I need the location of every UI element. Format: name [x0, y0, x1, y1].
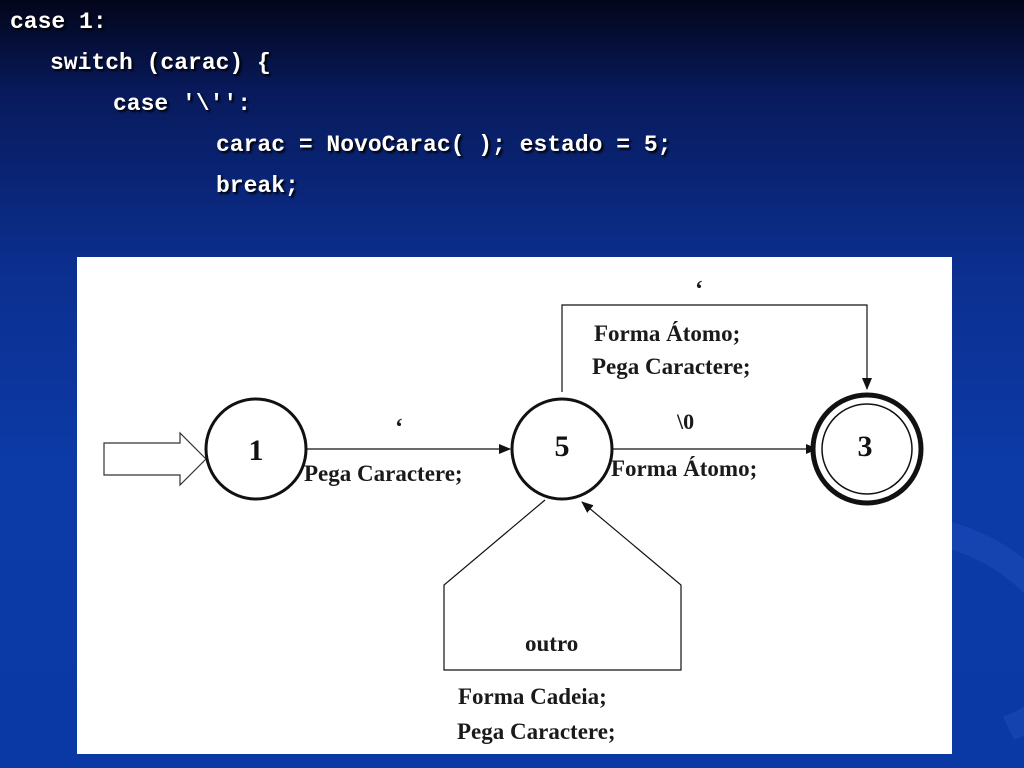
transition-5-to-3-top-path	[561, 304, 872, 392]
state-3: 3	[810, 392, 924, 506]
code-line-3: case '\'':	[113, 91, 252, 117]
automaton-svg: 1 5 3 ‘ Pega Caractere; \0 Forma Átomo; …	[103, 277, 924, 744]
state-3-inner-circle	[821, 403, 913, 495]
transition-5-to-3-top-action-2: Pega Caractere;	[592, 354, 751, 379]
state-1-circle	[204, 397, 308, 501]
state-5-label: 5	[555, 430, 570, 463]
state-3-label: 3	[858, 430, 873, 463]
code-block: case 1: switch (carac) { case '\'': cara…	[0, 0, 1024, 220]
transition-5-loop-action-2: Pega Caractere;	[457, 719, 616, 744]
code-line-2: switch (carac) {	[50, 50, 271, 76]
state-5: 5	[510, 397, 614, 501]
state-5-circle	[510, 397, 614, 501]
code-line-5: break;	[216, 173, 299, 199]
code-line-4: carac = NovoCarac( ); estado = 5;	[216, 132, 672, 158]
state-3-outer-circle	[810, 392, 924, 506]
code-line-1: case 1:	[10, 9, 107, 35]
transition-5-loop-symbol: outro	[525, 631, 578, 656]
transition-5-to-3-top-action-1: Forma Átomo;	[594, 321, 740, 346]
transition-5-loop-path	[443, 499, 682, 671]
transition-1-to-5-action: Pega Caractere;	[304, 461, 463, 486]
state-1-label: 1	[249, 434, 264, 467]
transition-5-to-3-action: Forma Átomo;	[611, 456, 757, 481]
state-1: 1	[204, 397, 308, 501]
transition-5-loop-action-1: Forma Cadeia;	[458, 684, 607, 709]
transition-5-to-3-symbol: \0	[676, 409, 694, 434]
start-arrow	[103, 431, 207, 487]
automaton-diagram: 1 5 3 ‘ Pega Caractere; \0 Forma Átomo; …	[77, 257, 952, 754]
transition-5-to-3-top-symbol: ‘	[695, 277, 703, 303]
transition-1-to-5-symbol: ‘	[395, 415, 403, 441]
